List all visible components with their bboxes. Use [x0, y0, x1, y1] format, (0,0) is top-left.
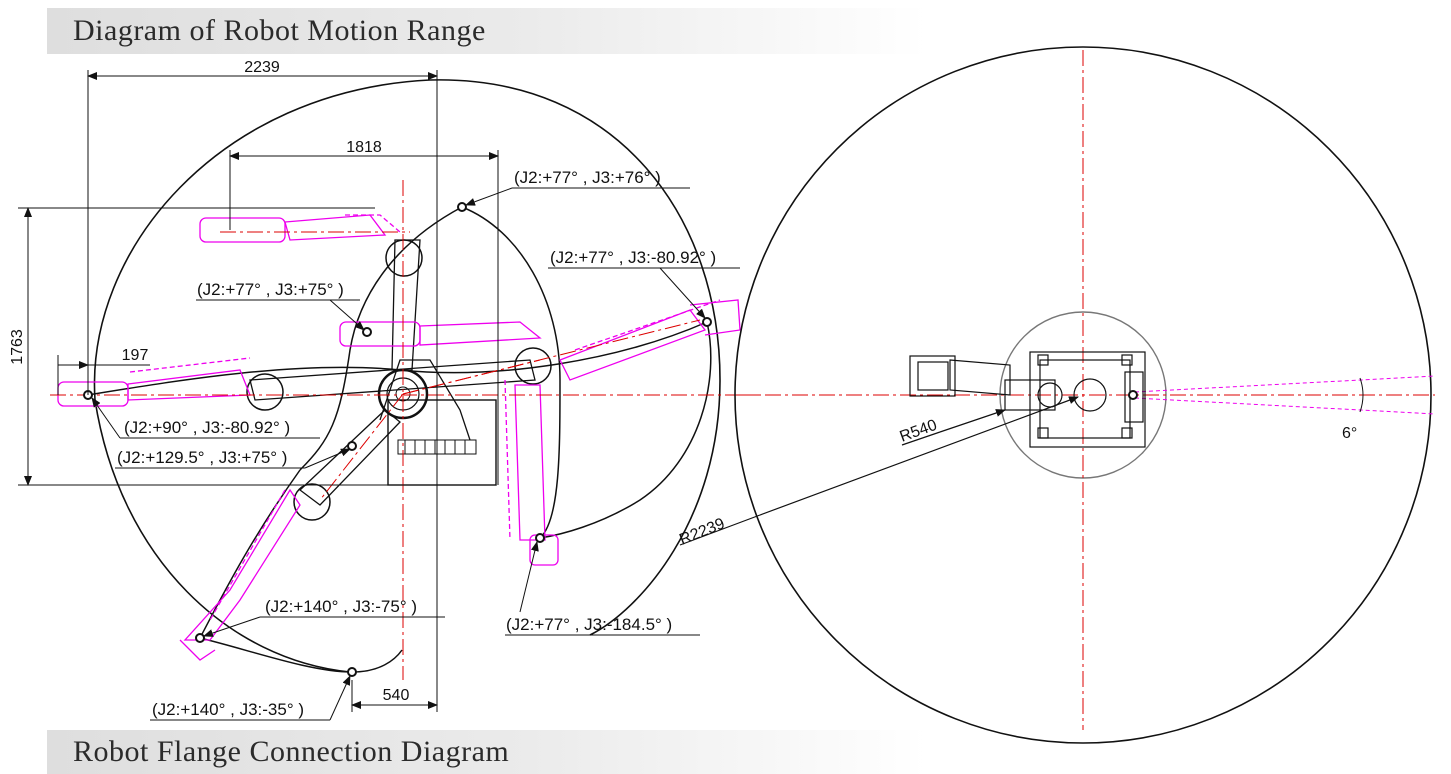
inner-envelope-2 [299, 206, 463, 471]
label-position-5: (J2:+129.5° , J3:+75° ) [117, 448, 287, 467]
inner-envelope-6 [199, 469, 301, 639]
inner-envelope-3 [87, 321, 708, 396]
dim-base-offset: 540 [383, 687, 410, 704]
arm-upper [391, 239, 421, 371]
dimension-lines [18, 70, 499, 712]
top-view-marker [1128, 390, 1138, 400]
dim-width-inner: 1818 [346, 139, 382, 156]
label-position-1: (J2:+77° , J3:+76° ) [514, 168, 661, 187]
dim-radius-outer: R2239 [677, 515, 727, 548]
outer-envelope [93, 79, 721, 673]
dim-radius-inner: R540 [898, 417, 940, 446]
angle-limit-lines [1134, 375, 1436, 415]
label-leaders [91, 187, 740, 721]
radius-leaders [679, 396, 1079, 546]
dim-angle: 6° [1342, 425, 1357, 442]
label-position-8: (J2:+140° , J3:-35° ) [152, 700, 304, 719]
label-position-3: (J2:+77° , J3:+75° ) [197, 280, 344, 299]
dim-width-total: 2239 [244, 59, 280, 76]
label-position-4: (J2:+90° , J3:-80.92° ) [124, 418, 290, 437]
label-position-6: (J2:+140° , J3:-75° ) [265, 597, 417, 616]
position-markers [83, 202, 712, 677]
inner-envelope-4 [539, 321, 712, 539]
top-view-robot [909, 351, 1146, 448]
robot-poses [57, 214, 741, 661]
dim-offset: 197 [122, 347, 149, 364]
label-position-2: (J2:+77° , J3:-80.92° ) [550, 248, 716, 267]
outer-reach-circle [734, 46, 1432, 744]
inner-envelope-5 [199, 637, 403, 673]
top-view-centerlines [738, 50, 1435, 730]
arm-lower [298, 409, 401, 506]
inner-envelope-1 [461, 206, 561, 539]
label-position-7: (J2:+77° , J3:-184.5° ) [506, 615, 672, 634]
section-header-flange: Robot Flange Connection Diagram [47, 730, 927, 774]
robot-base [387, 399, 497, 486]
centerlines [50, 180, 760, 680]
dim-height: 1763 [9, 329, 26, 365]
section-header-motion-range: Diagram of Robot Motion Range [47, 8, 927, 54]
